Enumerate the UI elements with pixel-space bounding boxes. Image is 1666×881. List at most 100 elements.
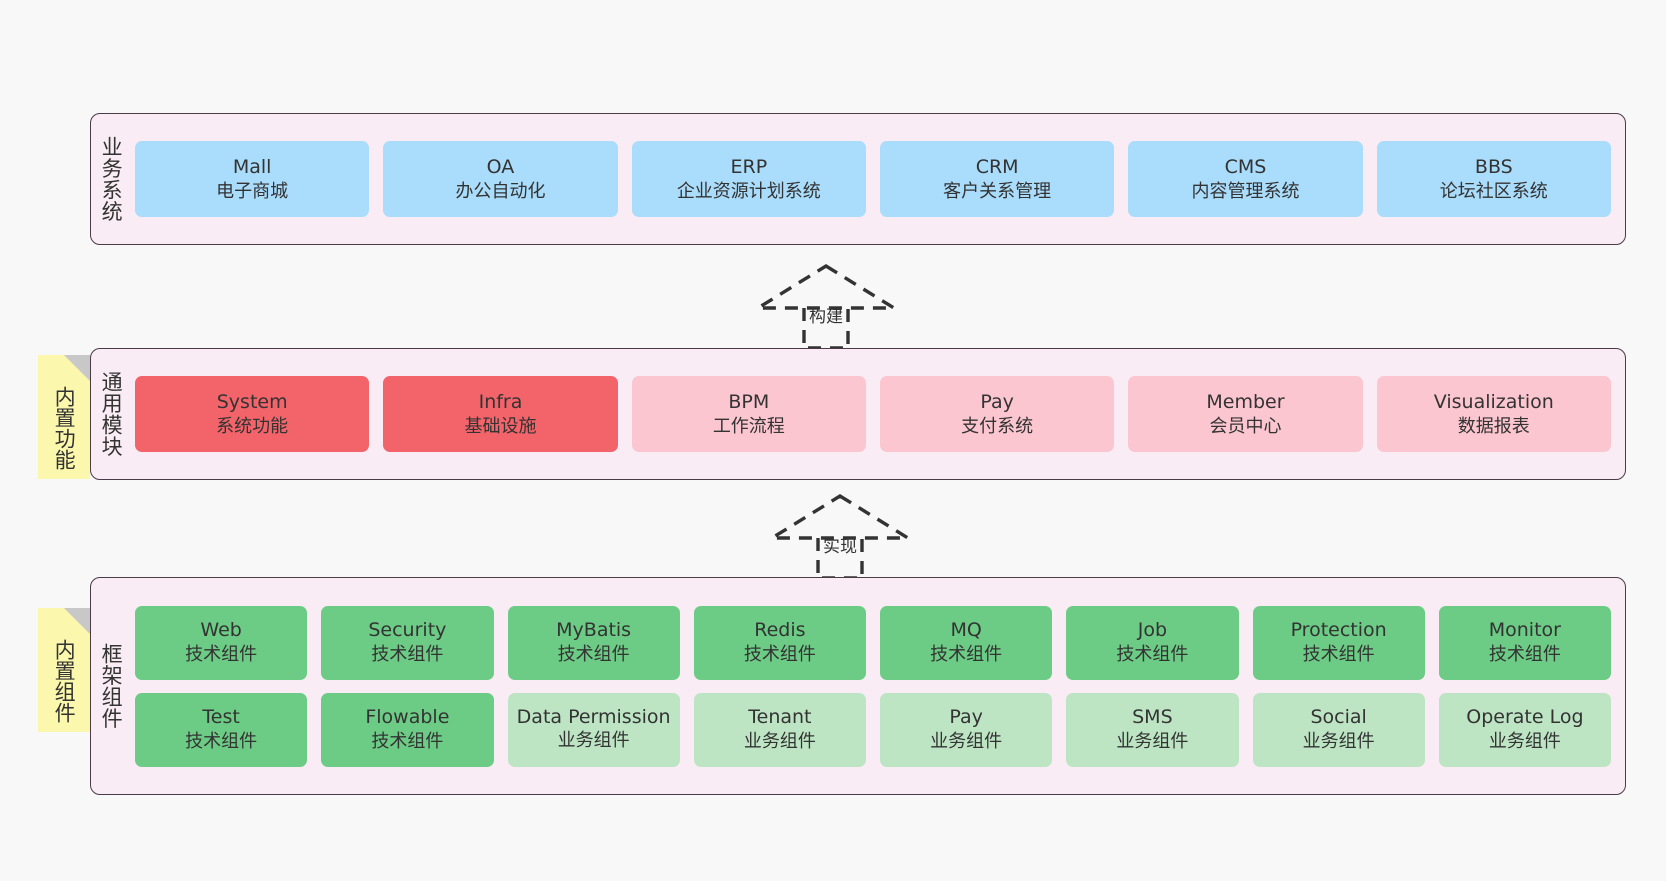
node-sms-cn: 业务组件	[1116, 731, 1189, 753]
node-mybatis[interactable]: MyBatis 技术组件	[507, 605, 680, 680]
node-redis-cn: 技术组件	[743, 644, 816, 666]
node-operate-log[interactable]: Operate Log 业务组件	[1438, 692, 1611, 767]
node-erp-cn: 企业资源计划系统	[676, 180, 821, 202]
connector-build-label: 构建	[809, 307, 843, 327]
node-infra[interactable]: Infra 基础设施	[383, 376, 618, 452]
node-erp-en: ERP	[730, 155, 768, 178]
node-member[interactable]: Member 会员中心	[1128, 376, 1363, 452]
node-oa-en: OA	[486, 155, 515, 178]
node-job-en: Job	[1137, 619, 1168, 642]
node-cms[interactable]: CMS 内容管理系统	[1128, 141, 1363, 217]
connector-implement-label: 实现	[823, 537, 857, 557]
node-web-cn: 技术组件	[185, 644, 258, 666]
node-data-permission[interactable]: Data Permission 业务组件	[507, 692, 680, 767]
node-pay-component-en: Pay	[949, 706, 983, 729]
node-oa[interactable]: OA 办公自动化	[383, 141, 618, 217]
node-protection-cn: 技术组件	[1302, 644, 1375, 666]
node-monitor[interactable]: Monitor 技术组件	[1438, 605, 1611, 680]
node-member-cn: 会员中心	[1209, 415, 1282, 437]
node-tenant[interactable]: Tenant 业务组件	[693, 692, 866, 767]
layer-common-modules-body: System 系统功能 Infra 基础设施 BPM 工作流程 Pay 支付系统…	[131, 349, 1625, 479]
node-pay-component-cn: 业务组件	[930, 731, 1003, 753]
node-protection[interactable]: Protection 技术组件	[1252, 605, 1425, 680]
node-bbs-en: BBS	[1474, 155, 1513, 178]
node-crm-en: CRM	[975, 155, 1019, 178]
framework-biz-row: Test 技术组件 Flowable 技术组件 Data Permission …	[135, 692, 1611, 767]
node-infra-en: Infra	[478, 390, 523, 413]
node-mall[interactable]: Mall 电子商城	[135, 141, 370, 217]
node-tenant-en: Tenant	[748, 706, 812, 729]
node-flowable[interactable]: Flowable 技术组件	[321, 692, 494, 767]
node-job[interactable]: Job 技术组件	[1066, 605, 1239, 680]
node-job-cn: 技术组件	[1116, 644, 1189, 666]
node-monitor-en: Monitor	[1488, 619, 1561, 642]
node-redis[interactable]: Redis 技术组件	[693, 605, 866, 680]
node-visualization-en: Visualization	[1433, 390, 1554, 413]
node-mybatis-cn: 技术组件	[557, 644, 630, 666]
note-builtin-features-label: 内置功能	[52, 386, 77, 470]
layer-common-modules-title: 通用模块	[99, 371, 124, 457]
connector-implement: 实现	[766, 492, 914, 580]
node-social[interactable]: Social 业务组件	[1252, 692, 1425, 767]
note-builtin-features: 内置功能	[38, 355, 90, 479]
node-social-en: Social	[1310, 706, 1367, 729]
node-bpm[interactable]: BPM 工作流程	[631, 376, 866, 452]
node-security[interactable]: Security 技术组件	[321, 605, 494, 680]
node-security-en: Security	[368, 619, 447, 642]
node-erp[interactable]: ERP 企业资源计划系统	[631, 141, 866, 217]
node-mall-en: Mall	[232, 155, 272, 178]
node-operate-log-en: Operate Log	[1466, 706, 1584, 729]
node-mq-cn: 技术组件	[930, 644, 1003, 666]
layer-framework-components-body: Web 技术组件 Security 技术组件 MyBatis 技术组件 Redi…	[131, 578, 1625, 794]
connector-build: 构建	[752, 262, 900, 350]
node-operate-log-cn: 业务组件	[1488, 731, 1561, 753]
layer-common-modules: 通用模块 System 系统功能 Infra 基础设施 BPM 工作流程 Pay	[90, 348, 1626, 480]
node-pay-module-cn: 支付系统	[961, 415, 1034, 437]
node-bbs-cn: 论坛社区系统	[1439, 180, 1548, 202]
note-builtin-components: 内置组件	[38, 608, 90, 732]
node-pay-component[interactable]: Pay 业务组件	[880, 692, 1053, 767]
node-web[interactable]: Web 技术组件	[135, 605, 308, 680]
node-sms-en: SMS	[1132, 706, 1173, 729]
node-bbs[interactable]: BBS 论坛社区系统	[1376, 141, 1611, 217]
node-mq-en: MQ	[950, 619, 982, 642]
node-pay-module[interactable]: Pay 支付系统	[879, 376, 1115, 452]
node-system-cn: 系统功能	[216, 415, 289, 437]
node-test-en: Test	[202, 706, 240, 729]
node-test-cn: 技术组件	[185, 731, 258, 753]
node-pay-module-en: Pay	[980, 390, 1014, 413]
node-mq[interactable]: MQ 技术组件	[880, 605, 1053, 680]
layer-business-systems-body: Mall 电子商城 OA 办公自动化 ERP 企业资源计划系统 CRM 客户关系…	[131, 114, 1625, 244]
node-mybatis-en: MyBatis	[556, 619, 632, 642]
node-member-en: Member	[1206, 390, 1285, 413]
node-security-cn: 技术组件	[371, 644, 444, 666]
node-protection-en: Protection	[1290, 619, 1387, 642]
node-test[interactable]: Test 技术组件	[135, 692, 308, 767]
node-flowable-en: Flowable	[365, 706, 450, 729]
node-system-en: System	[216, 390, 288, 413]
node-bpm-en: BPM	[728, 390, 770, 413]
node-web-en: Web	[200, 619, 242, 642]
framework-tech-row: Web 技术组件 Security 技术组件 MyBatis 技术组件 Redi…	[135, 605, 1611, 680]
note-fold-corner-icon	[64, 355, 90, 381]
node-flowable-cn: 技术组件	[371, 731, 444, 753]
layer-business-systems-title: 业务系统	[99, 136, 124, 222]
layer-framework-components-title: 框架组件	[99, 643, 124, 729]
note-builtin-components-label: 内置组件	[52, 639, 77, 723]
note-fold-corner-icon	[64, 608, 90, 634]
node-system[interactable]: System 系统功能	[135, 376, 370, 452]
business-node-row: Mall 电子商城 OA 办公自动化 ERP 企业资源计划系统 CRM 客户关系…	[135, 141, 1611, 217]
node-data-permission-en: Data Permission	[516, 706, 671, 729]
node-cms-en: CMS	[1224, 155, 1267, 178]
node-tenant-cn: 业务组件	[743, 731, 816, 753]
node-infra-cn: 基础设施	[464, 415, 537, 437]
node-data-permission-cn: 业务组件	[557, 730, 630, 752]
node-crm[interactable]: CRM 客户关系管理	[879, 141, 1115, 217]
node-social-cn: 业务组件	[1302, 731, 1375, 753]
module-node-row: System 系统功能 Infra 基础设施 BPM 工作流程 Pay 支付系统…	[135, 376, 1611, 452]
node-monitor-cn: 技术组件	[1488, 644, 1561, 666]
node-visualization[interactable]: Visualization 数据报表	[1376, 376, 1611, 452]
node-sms[interactable]: SMS 业务组件	[1066, 692, 1239, 767]
layer-business-systems: 业务系统 Mall 电子商城 OA 办公自动化 ERP 企业资源计划系统 CRM	[90, 113, 1626, 245]
